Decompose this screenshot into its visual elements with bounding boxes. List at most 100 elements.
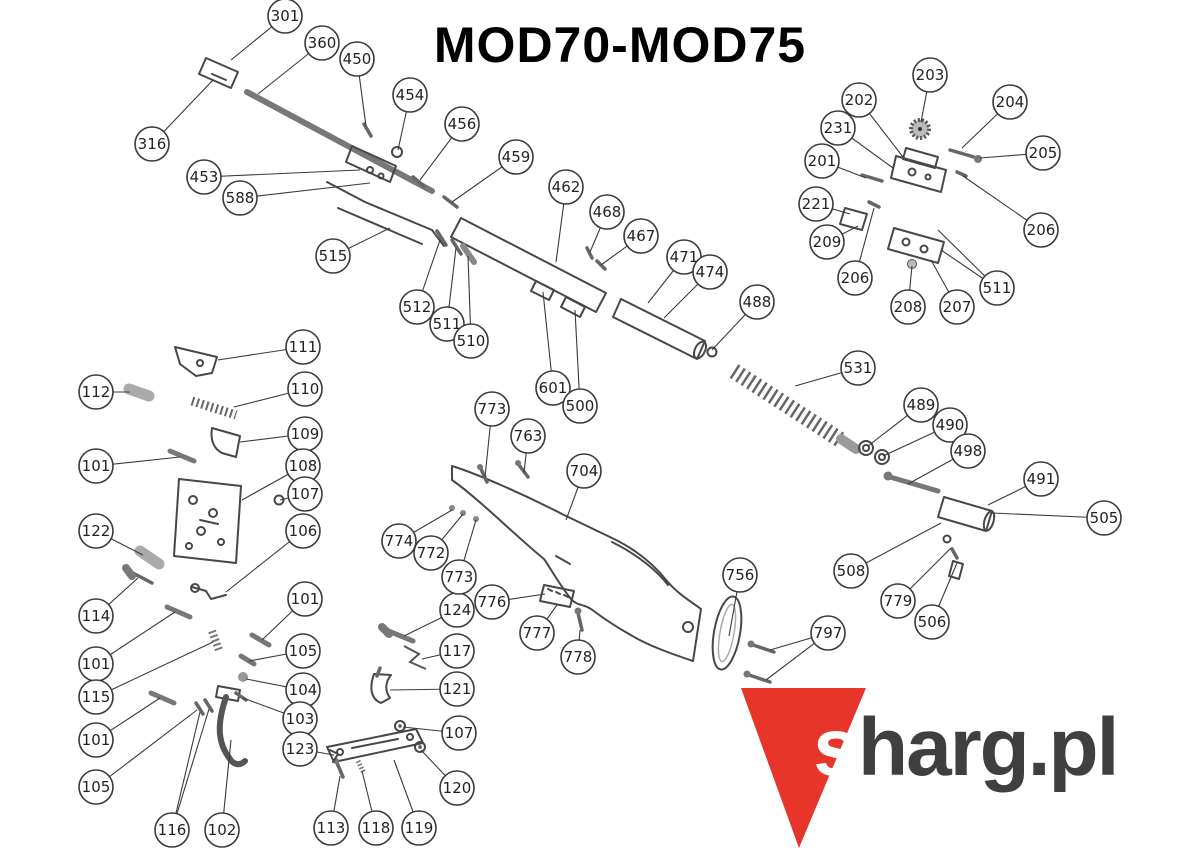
callout-label-490: 490 bbox=[936, 416, 965, 434]
trigger-piece-drawing bbox=[210, 427, 241, 458]
callout-124: 124 bbox=[439, 592, 475, 628]
callout-label-779: 779 bbox=[884, 592, 913, 610]
callout-301: 301 bbox=[267, 0, 303, 34]
pins-left-drawing bbox=[122, 383, 223, 716]
callout-label-756: 756 bbox=[726, 566, 755, 584]
callout-116: 116 bbox=[154, 812, 190, 848]
callout-468: 468 bbox=[589, 194, 625, 230]
callout-label-101: 101 bbox=[82, 731, 111, 749]
leader-line-105 bbox=[95, 709, 198, 788]
callout-label-704: 704 bbox=[570, 462, 599, 480]
callout-label-105: 105 bbox=[82, 778, 111, 796]
callout-label-467: 467 bbox=[627, 227, 656, 245]
callout-206: 206 bbox=[837, 260, 873, 296]
callout-label-506: 506 bbox=[918, 613, 947, 631]
mainspring-drawing bbox=[729, 364, 861, 454]
callout-label-124: 124 bbox=[443, 601, 472, 619]
callout-101: 101 bbox=[78, 722, 114, 758]
callout-label-500: 500 bbox=[566, 397, 595, 415]
callout-label-204: 204 bbox=[996, 93, 1025, 111]
callout-label-301: 301 bbox=[271, 7, 300, 25]
callout-label-772: 772 bbox=[417, 544, 446, 562]
callout-202: 202 bbox=[841, 82, 877, 118]
callout-label-203: 203 bbox=[916, 66, 945, 84]
callout-label-202: 202 bbox=[845, 91, 874, 109]
leader-line-115 bbox=[95, 641, 214, 698]
callout-label-231: 231 bbox=[824, 119, 853, 137]
callout-label-209: 209 bbox=[813, 233, 842, 251]
parts-drawings bbox=[122, 57, 996, 779]
callout-101: 101 bbox=[78, 448, 114, 484]
callout-508: 508 bbox=[833, 553, 869, 589]
callout-label-205: 205 bbox=[1029, 144, 1058, 162]
callout-label-108: 108 bbox=[289, 457, 318, 475]
callout-112: 112 bbox=[78, 374, 114, 410]
callout-label-118: 118 bbox=[362, 819, 391, 837]
callout-label-122: 122 bbox=[82, 522, 111, 540]
callout-704: 704 bbox=[566, 453, 602, 489]
callout-label-453: 453 bbox=[190, 168, 219, 186]
callout-label-120: 120 bbox=[443, 779, 472, 797]
callout-105: 105 bbox=[78, 769, 114, 805]
callout-label-456: 456 bbox=[448, 115, 477, 133]
callout-506: 506 bbox=[914, 604, 950, 640]
logo-letter-s: s bbox=[813, 702, 859, 793]
callout-label-474: 474 bbox=[696, 263, 725, 281]
callout-201: 201 bbox=[804, 143, 840, 179]
callout-122: 122 bbox=[78, 513, 114, 549]
callout-label-778: 778 bbox=[564, 648, 593, 666]
callout-110: 110 bbox=[287, 371, 323, 407]
callout-103: 103 bbox=[282, 701, 318, 737]
callout-label-107: 107 bbox=[291, 485, 320, 503]
callout-774: 774 bbox=[381, 523, 417, 559]
callout-601: 601 bbox=[535, 370, 571, 406]
callout-462: 462 bbox=[548, 169, 584, 205]
callout-763: 763 bbox=[510, 418, 546, 454]
callout-label-488: 488 bbox=[743, 293, 772, 311]
callout-756: 756 bbox=[722, 557, 758, 593]
callout-label-104: 104 bbox=[289, 681, 318, 699]
callout-label-511: 511 bbox=[983, 279, 1012, 297]
callout-450: 450 bbox=[339, 41, 375, 77]
sear-drawing bbox=[174, 346, 218, 377]
callout-label-471: 471 bbox=[670, 248, 699, 266]
receiver-tube-drawing bbox=[450, 217, 607, 318]
callout-491: 491 bbox=[1023, 461, 1059, 497]
trigger-guard-plate-drawing bbox=[539, 584, 584, 632]
callout-label-777: 777 bbox=[523, 624, 552, 642]
callout-label-110: 110 bbox=[291, 380, 320, 398]
callout-label-489: 489 bbox=[907, 396, 936, 414]
callout-label-450: 450 bbox=[343, 50, 372, 68]
callouts-layer: 3013604504544564594624684674714744883164… bbox=[78, 0, 1122, 848]
logo-triangle-icon bbox=[741, 688, 866, 848]
callout-115: 115 bbox=[78, 679, 114, 715]
callout-773: 773 bbox=[474, 391, 510, 427]
callout-label-117: 117 bbox=[443, 642, 472, 660]
callout-500: 500 bbox=[562, 388, 598, 424]
callout-label-208: 208 bbox=[894, 298, 923, 316]
callout-label-491: 491 bbox=[1027, 470, 1056, 488]
callout-467: 467 bbox=[623, 218, 659, 254]
callout-label-105: 105 bbox=[289, 642, 318, 660]
callout-453: 453 bbox=[186, 159, 222, 195]
callout-label-101: 101 bbox=[82, 655, 111, 673]
muzzle-sleeve-drawing bbox=[612, 298, 718, 360]
stock-screws-drawing bbox=[449, 460, 776, 684]
callout-label-505: 505 bbox=[1090, 509, 1119, 527]
stock-drawing bbox=[451, 465, 702, 662]
callout-117: 117 bbox=[439, 633, 475, 669]
callout-113: 113 bbox=[313, 810, 349, 846]
callout-label-462: 462 bbox=[552, 178, 581, 196]
safety-lever-drawing bbox=[190, 583, 227, 600]
callout-111: 111 bbox=[285, 329, 321, 365]
trigger-spring-drawing bbox=[190, 396, 238, 420]
callout-label-113: 113 bbox=[317, 819, 346, 837]
callout-label-588: 588 bbox=[226, 189, 255, 207]
leader-line-116 bbox=[171, 708, 210, 831]
callout-label-101: 101 bbox=[82, 457, 111, 475]
callout-490: 490 bbox=[932, 407, 968, 443]
callout-label-102: 102 bbox=[208, 821, 237, 839]
butt-pad-drawing bbox=[711, 595, 743, 671]
callout-label-776: 776 bbox=[478, 593, 507, 611]
callout-label-360: 360 bbox=[308, 34, 337, 52]
